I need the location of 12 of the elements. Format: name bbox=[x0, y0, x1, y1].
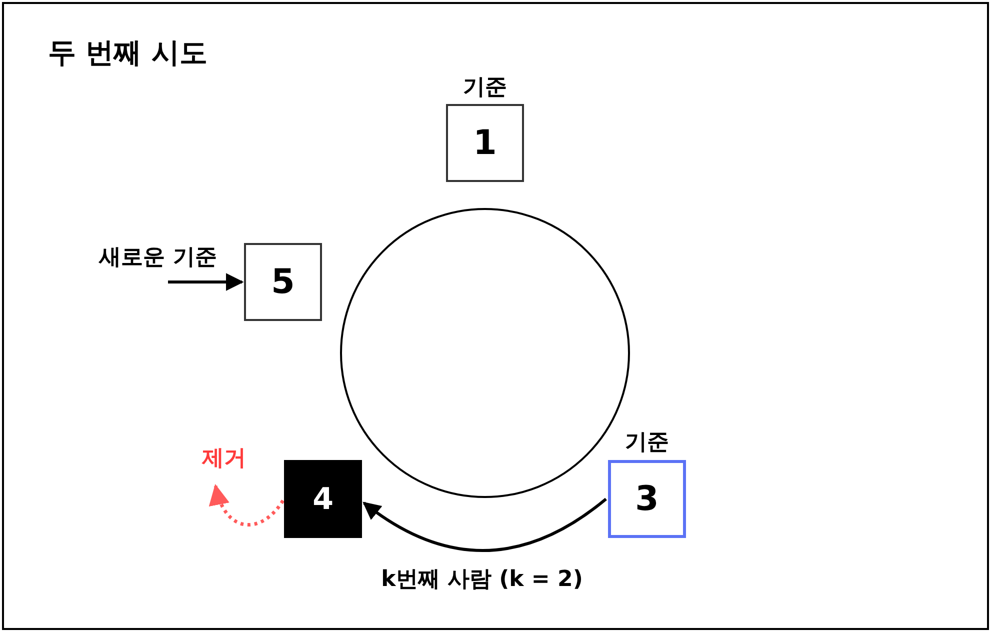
number-box: 4 bbox=[284, 460, 362, 538]
caption-text: 기준 bbox=[463, 74, 507, 102]
dotted-arrow bbox=[210, 484, 284, 526]
caption-text: 새로운 기준 bbox=[99, 244, 217, 272]
number-box: 5 bbox=[244, 243, 322, 321]
arrow bbox=[362, 498, 607, 552]
number-box: 1 bbox=[446, 104, 524, 182]
number-box: 3 bbox=[608, 460, 686, 538]
label-text: 제거 bbox=[196, 442, 252, 474]
arrow bbox=[168, 273, 244, 291]
diagram-title: 두 번째 시도 bbox=[48, 35, 208, 71]
caption-text: 기준 bbox=[625, 429, 669, 457]
